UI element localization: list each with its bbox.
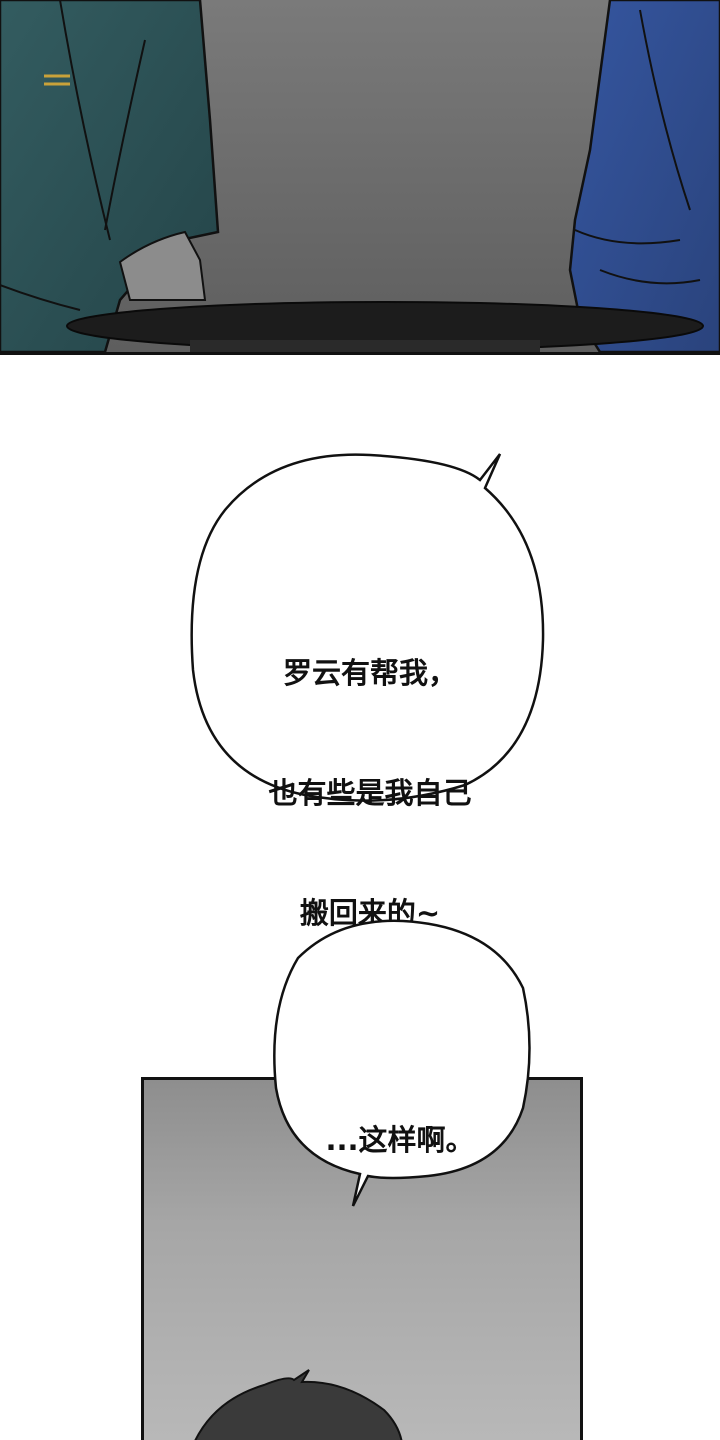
speech-bubble-1-text: 罗云有帮我， 也有些是我自己 搬回来的~ bbox=[200, 573, 540, 973]
bubble-1-line-1: 罗云有帮我， bbox=[282, 656, 457, 690]
sleeve-mark bbox=[44, 74, 70, 86]
table-base bbox=[190, 340, 540, 352]
speech-bubble-1 bbox=[190, 453, 545, 802]
bubble-1-line-2: 也有些是我自己 bbox=[268, 776, 472, 810]
speech-bubble-2-text: ...这样啊。 bbox=[275, 1040, 525, 1200]
panel-bottom-artwork bbox=[194, 1369, 403, 1440]
bubble-2-line-1: ...这样啊。 bbox=[325, 1123, 475, 1157]
speech-bubble-2 bbox=[273, 919, 531, 1207]
left-hand bbox=[118, 230, 207, 301]
panel-top-artwork bbox=[0, 0, 720, 352]
character-hair bbox=[194, 1369, 403, 1440]
comic-panel-top bbox=[0, 0, 720, 355]
